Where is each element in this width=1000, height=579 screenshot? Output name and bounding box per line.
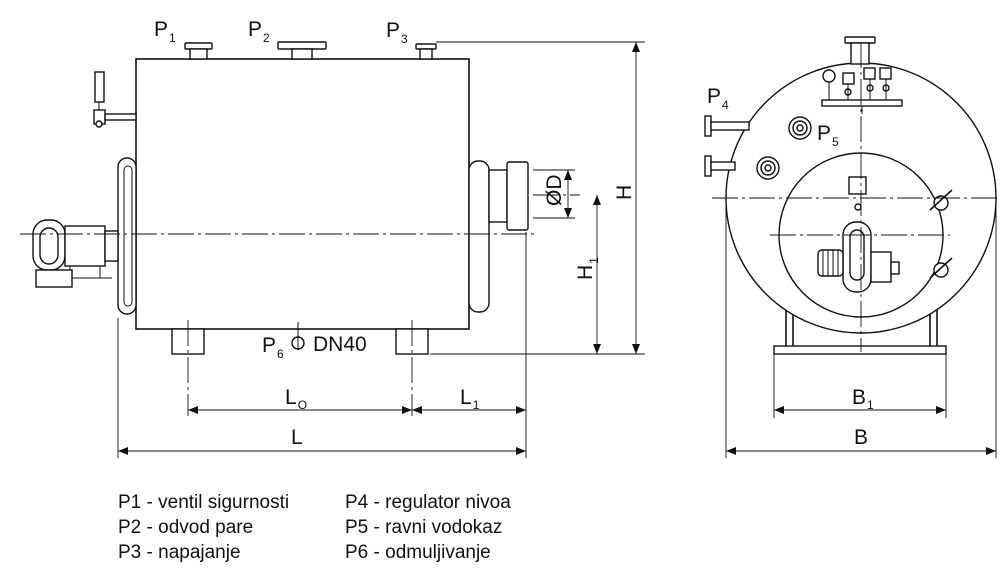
front-door	[117, 157, 137, 315]
burner-front	[817, 221, 900, 293]
labels: P1 P2 P3 P4 P5 P6 DN40 H H1 ØD LO L1 L B…	[154, 18, 874, 449]
label-dim-l0: LO	[285, 386, 307, 412]
label-dim-h: H	[613, 185, 636, 200]
side-view	[20, 41, 645, 458]
label-dim-d: ØD	[543, 175, 566, 207]
flue-collar	[488, 169, 508, 223]
legend-item-p6: P6 - odmuljivanje	[345, 542, 491, 563]
rear-smoke-box	[468, 160, 490, 313]
legend: P1 - ventil sigurnosti P2 - odvod pare P…	[118, 492, 511, 563]
p4-pipes	[704, 115, 750, 177]
legend-item-p5: P5 - ravni vodokaz	[345, 517, 502, 538]
label-dim-b: B	[854, 426, 868, 449]
sight-glass-p5	[788, 116, 812, 140]
front-top-nozzle	[844, 36, 876, 65]
flue-flange	[506, 161, 529, 231]
nozzle-p6	[291, 322, 305, 350]
label-dn40: DN40	[313, 333, 367, 356]
label-dim-h1: H1	[574, 257, 601, 280]
label-dim-b1: B1	[852, 386, 874, 412]
sight-glass-lower	[756, 156, 780, 180]
label-p6: P6	[262, 334, 284, 361]
label-p4: P4	[707, 85, 729, 112]
label-p1: P1	[154, 18, 176, 45]
label-p5: P5	[817, 122, 839, 149]
nozzle-p1	[184, 42, 213, 60]
label-dim-l: L	[291, 426, 303, 449]
legend-item-p3: P3 - napajanje	[118, 542, 241, 563]
legend-item-p4: P4 - regulator nivoa	[345, 492, 511, 513]
legend-item-p2: P2 - odvod pare	[118, 517, 253, 538]
label-dim-l1: L1	[460, 386, 480, 412]
nozzle-p2	[277, 41, 327, 60]
boiler-shell	[135, 58, 470, 330]
label-p3: P3	[386, 19, 408, 46]
nozzle-p3	[415, 43, 437, 60]
front-view	[704, 36, 1000, 458]
burner	[32, 219, 119, 288]
legend-item-p1: P1 - ventil sigurnosti	[118, 492, 289, 513]
gauge-assembly	[93, 71, 137, 128]
label-p2: P2	[248, 18, 270, 45]
instrument-panel	[821, 67, 903, 114]
